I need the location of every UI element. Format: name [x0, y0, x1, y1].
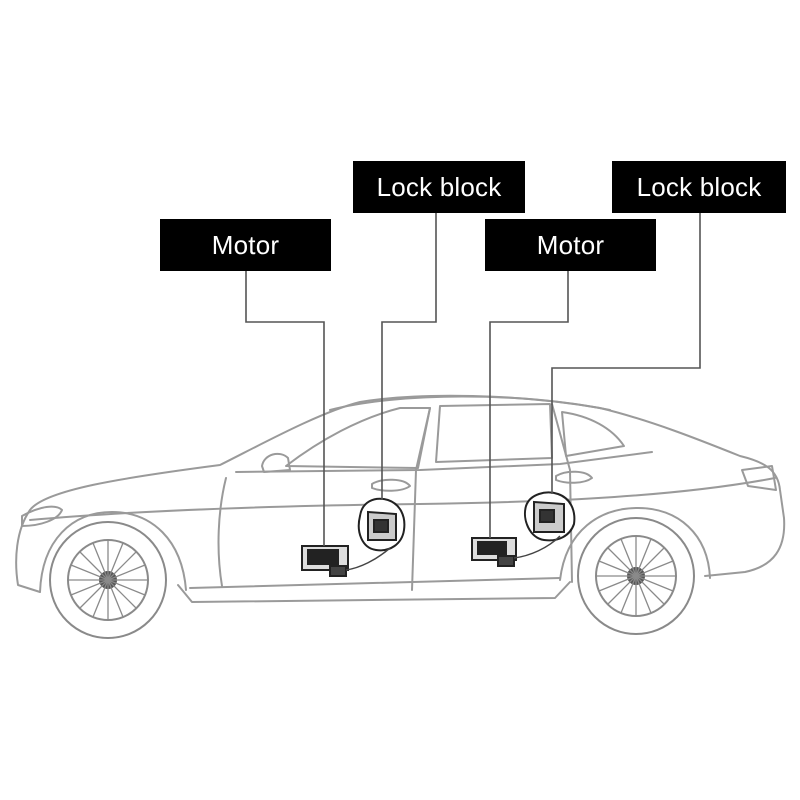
- taillight: [741, 465, 777, 491]
- quarter-window: [561, 411, 625, 457]
- car-outline: [15, 394, 786, 603]
- rear-door-motor: [471, 537, 517, 567]
- label-motor-rear: Motor: [485, 219, 656, 271]
- leader-lines: [245, 213, 701, 546]
- headlight: [21, 505, 63, 527]
- rear-door-lock-block: [524, 491, 576, 542]
- rear-wheel-arch: [559, 507, 711, 581]
- leader-motor-rear: [489, 271, 569, 538]
- front-window: [285, 407, 431, 469]
- label-lock-block-rear: Lock block: [612, 161, 786, 213]
- rear-window: [435, 403, 553, 463]
- front-door-motor: [301, 545, 349, 577]
- front-door-seam: [217, 477, 227, 587]
- front-wheel-arch: [39, 511, 187, 593]
- front-wheel: [49, 521, 167, 639]
- rear-door-seam: [551, 403, 573, 583]
- leader-motor-front: [245, 271, 325, 546]
- leader-lock-rear: [551, 213, 701, 494]
- label-motor-rear-text: Motor: [536, 229, 605, 260]
- roof-line: [329, 395, 611, 411]
- side-mirror: [261, 452, 291, 473]
- body-crease: [29, 477, 776, 521]
- label-motor-front: Motor: [160, 219, 331, 271]
- rear-door-handle: [555, 470, 593, 484]
- car-rocker: [177, 581, 571, 603]
- front-door-cable: [345, 547, 391, 571]
- middle-door-seam: [411, 407, 431, 591]
- rear-door-cable: [513, 535, 561, 559]
- rear-wheel: [577, 517, 695, 635]
- label-lock-block-rear-text: Lock block: [636, 171, 762, 202]
- label-lock-block-front: Lock block: [353, 161, 525, 213]
- leader-lock-front: [381, 213, 437, 500]
- front-door-lock-block: [357, 497, 406, 552]
- label-motor-front-text: Motor: [211, 229, 280, 260]
- front-door-handle: [371, 478, 411, 492]
- label-lock-block-front-text: Lock block: [376, 171, 502, 202]
